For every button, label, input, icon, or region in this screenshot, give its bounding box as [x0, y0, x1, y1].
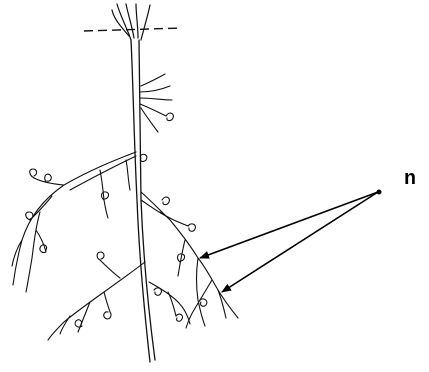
- shoot-stubs: [112, 4, 150, 40]
- root-nodules: [26, 113, 207, 327]
- annotation-arrows: [200, 192, 378, 292]
- lateral-roots: [12, 74, 238, 340]
- annotation-label: n: [404, 170, 416, 190]
- arrow-to-upper-nodule: [200, 192, 378, 258]
- arrow-origin-dot: [377, 190, 382, 195]
